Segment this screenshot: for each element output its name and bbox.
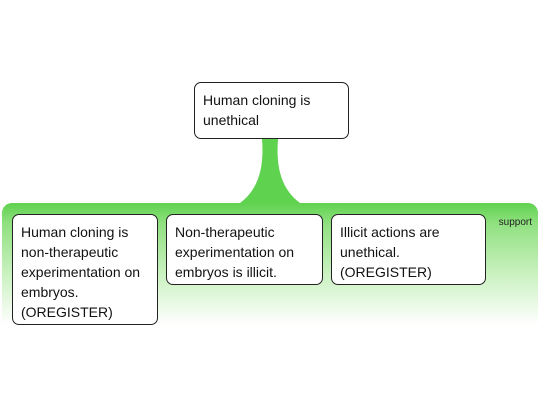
- premise-node-2[interactable]: Non-therapeutic experimentation on embry…: [166, 214, 323, 285]
- support-stem: [240, 139, 300, 203]
- relation-label: support: [498, 217, 532, 228]
- claim-node[interactable]: Human cloning is unethical: [194, 82, 349, 139]
- premise-node-3[interactable]: Illicit actions are unethical. (OREGISTE…: [331, 214, 486, 285]
- premise-node-1[interactable]: Human cloning is non-therapeutic experim…: [12, 214, 158, 325]
